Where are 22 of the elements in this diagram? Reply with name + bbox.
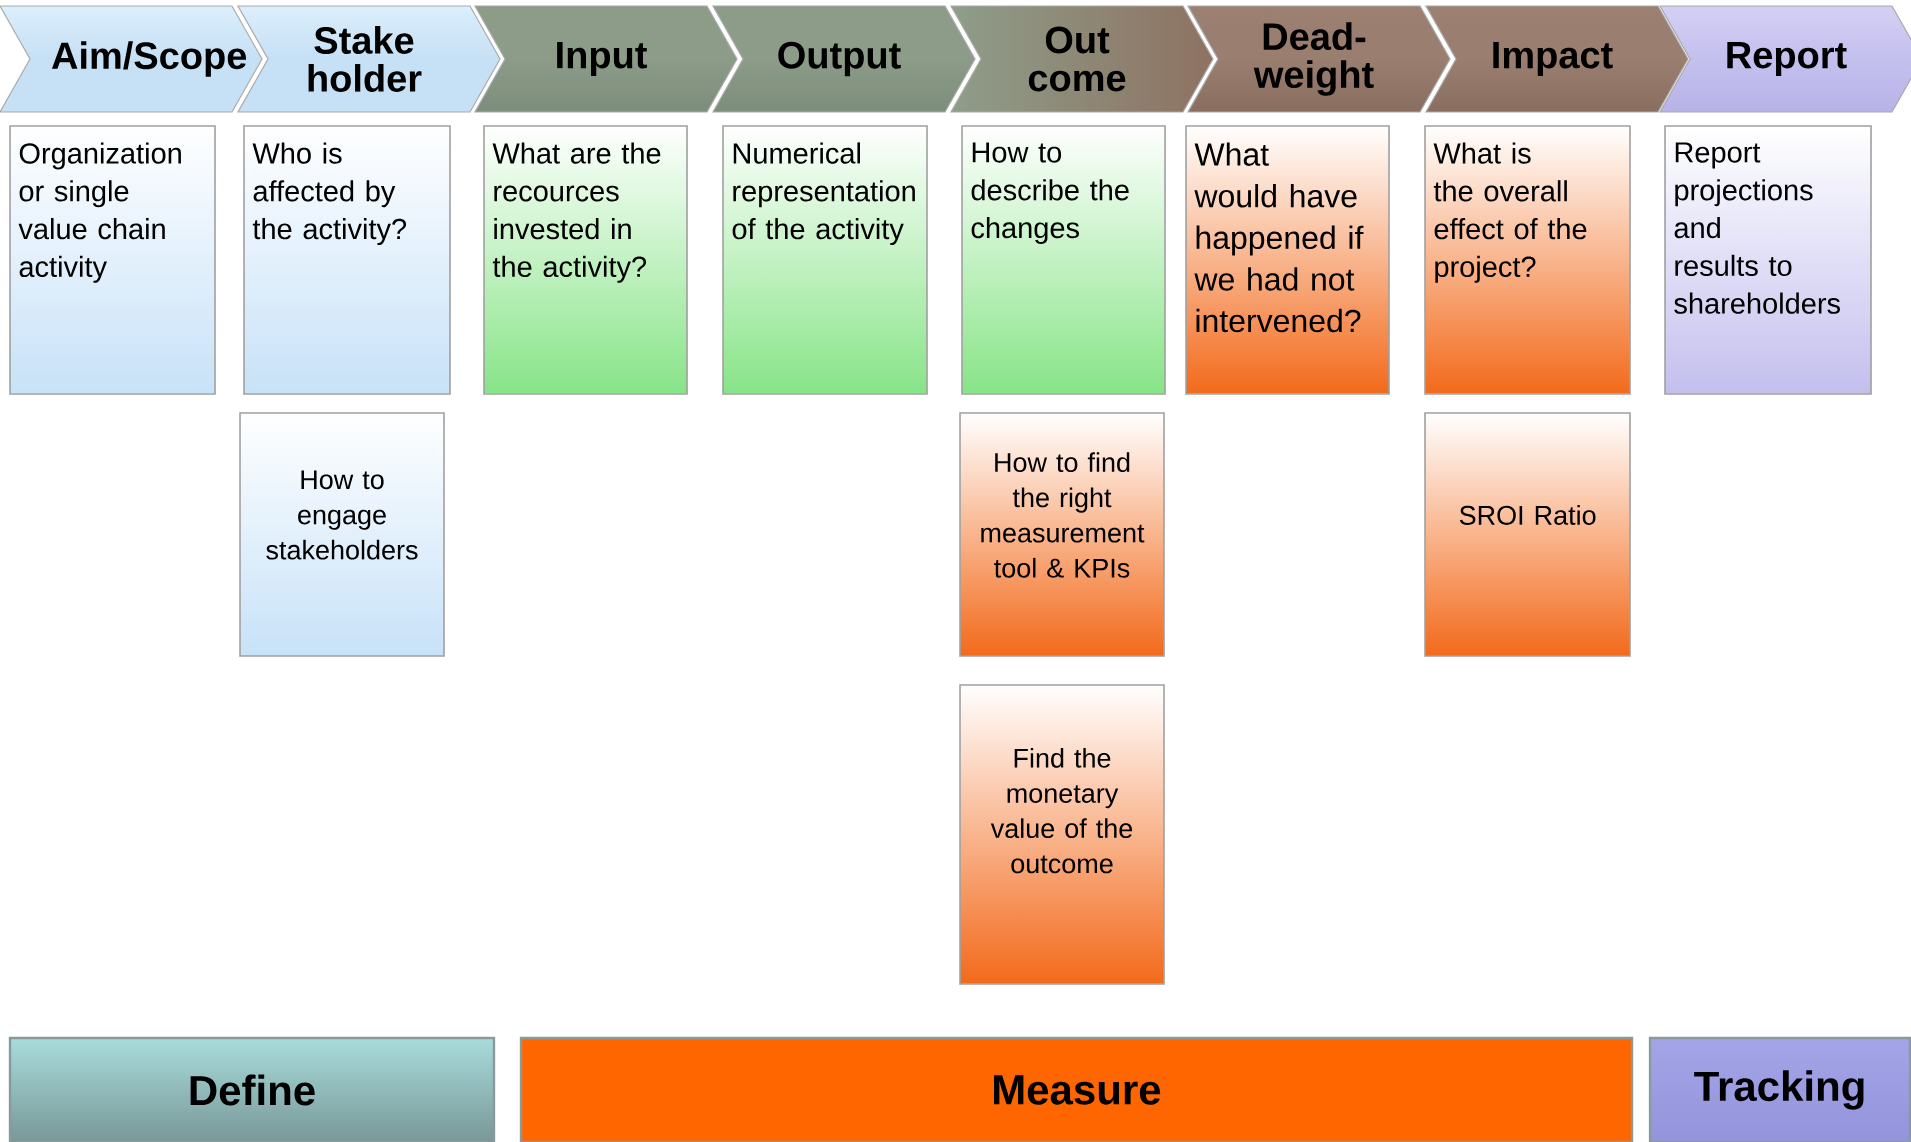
text-box: How to find the right measurement tool & KPIs (959, 412, 1165, 657)
text-box: Who is affected by the activity? (243, 125, 451, 395)
step-heading-banner: Out come (950, 5, 1214, 113)
step-heading-banner: Report (1659, 5, 1911, 113)
step-heading-banner: Impact (1425, 5, 1689, 113)
step-heading-banner: Dead- weight (1187, 5, 1451, 113)
text-box: Find the monetary value of the outcome (959, 684, 1165, 985)
text-box: What would have happened if we had not intervened? (1185, 125, 1390, 395)
step-heading-banner: Output (712, 5, 976, 113)
text-box: Report projections and results to shareholders (1664, 125, 1872, 395)
phase-bar: Tracking (1648, 1036, 1911, 1142)
text-box: Numerical representation of the activity (722, 125, 928, 395)
step-heading-banner: Input (474, 5, 738, 113)
text-box: Organization or single value chain activity (9, 125, 216, 395)
text-box: How to describe the changes (961, 125, 1166, 395)
phase-bar: Measure (519, 1036, 1634, 1142)
text-box: SROI Ratio (1424, 412, 1631, 657)
step-heading-banner: Aim/Scope (0, 5, 263, 113)
text-box: How to engage stakeholders (239, 412, 445, 657)
phase-bar: Define (8, 1036, 496, 1142)
text-box: What is the overall effect of the project? (1424, 125, 1631, 395)
text-box: What are the recources invested in the activity? (483, 125, 688, 395)
